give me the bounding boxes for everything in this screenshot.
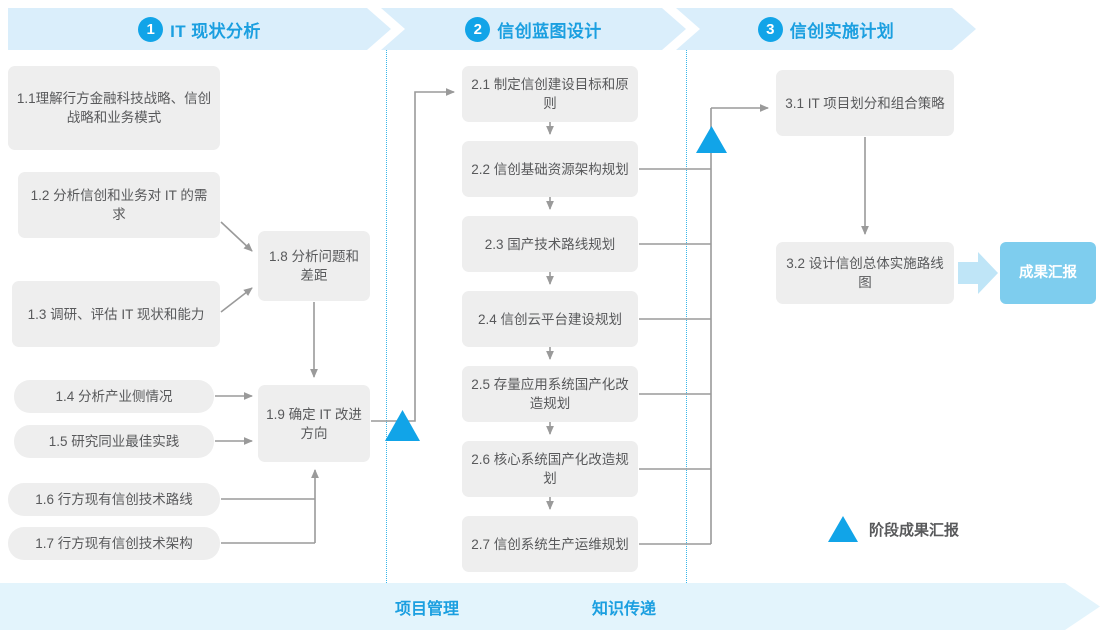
legend-milestone: 阶段成果汇报	[828, 516, 959, 542]
node-label: 1.7 行方现有信创技术架构	[35, 536, 193, 551]
node-label: 1.6 行方现有信创技术路线	[35, 492, 193, 507]
node-1-6[interactable]: 1.6 行方现有信创技术路线	[8, 483, 220, 516]
bottom-label-knowledge-transfer: 知识传递	[592, 601, 657, 618]
result-arrow	[958, 252, 998, 294]
phase-header-2[interactable]: 2 信创蓝图设计	[381, 8, 686, 50]
node-label: 2.7 信创系统生产运维规划	[471, 536, 629, 552]
phase-label-2: 信创蓝图设计	[497, 21, 602, 41]
phase-number-2: 2	[465, 17, 490, 42]
node-1-1[interactable]: 1.1理解行方金融科技战略、信创战略和业务模式	[8, 66, 220, 150]
node-2-4[interactable]: 2.4 信创云平台建设规划	[462, 291, 638, 347]
node-label: 2.2 信创基础资源架构规划	[471, 161, 629, 177]
node-label: 2.1 制定信创建设目标和原则	[471, 77, 629, 111]
phase-label-1: IT 现状分析	[170, 21, 261, 41]
phase-header-3[interactable]: 3 信创实施计划	[676, 8, 976, 50]
node-2-7[interactable]: 2.7 信创系统生产运维规划	[462, 516, 638, 572]
node-label: 1.3 调研、评估 IT 现状和能力	[27, 306, 205, 322]
node-label: 2.4 信创云平台建设规划	[477, 311, 623, 327]
node-1-9[interactable]: 1.9 确定 IT 改进方向	[258, 385, 370, 462]
milestone-triangle-phase1	[385, 410, 420, 441]
legend-label: 阶段成果汇报	[869, 521, 960, 539]
node-3-2[interactable]: 3.2 设计信创总体实施路线图	[776, 242, 954, 304]
node-1-8[interactable]: 1.8 分析问题和差距	[258, 231, 370, 301]
triangle-icon	[828, 516, 858, 542]
node-label: 2.5 存量应用系统国产化改造规划	[471, 377, 629, 411]
node-label: 1.1理解行方金融科技战略、信创战略和业务模式	[16, 91, 212, 125]
node-label: 1.2 分析信创和业务对 IT 的需求	[30, 188, 208, 222]
phase-number-1: 1	[138, 17, 163, 42]
phase-header-1[interactable]: 1 IT 现状分析	[8, 8, 391, 50]
node-label: 1.9 确定 IT 改进方向	[266, 406, 362, 441]
node-2-1[interactable]: 2.1 制定信创建设目标和原则	[462, 66, 638, 122]
bottom-label-project-management: 项目管理	[395, 601, 460, 618]
node-2-3[interactable]: 2.3 国产技术路线规划	[462, 216, 638, 272]
node-label: 2.6 核心系统国产化改造规划	[471, 452, 629, 486]
node-1-2[interactable]: 1.2 分析信创和业务对 IT 的需求	[18, 172, 220, 238]
node-label: 1.4 分析产业侧情况	[55, 389, 173, 404]
node-label: 1.8 分析问题和差距	[268, 249, 360, 283]
result-chip[interactable]: 成果汇报	[1000, 242, 1096, 304]
node-1-4[interactable]: 1.4 分析产业侧情况	[14, 380, 214, 413]
phase-separator-2	[686, 50, 687, 583]
node-1-5[interactable]: 1.5 研究同业最佳实践	[14, 425, 214, 458]
node-2-6[interactable]: 2.6 核心系统国产化改造规划	[462, 441, 638, 497]
phase-separator-1	[386, 50, 387, 583]
milestone-triangle-phase2	[696, 126, 727, 153]
bottom-swimlane: 项目管理 知识传递	[0, 583, 1115, 630]
node-1-3[interactable]: 1.3 调研、评估 IT 现状和能力	[12, 281, 220, 347]
node-2-5[interactable]: 2.5 存量应用系统国产化改造规划	[462, 366, 638, 422]
phase-label-3: 信创实施计划	[789, 21, 895, 41]
node-label: 2.3 国产技术路线规划	[484, 236, 616, 252]
node-1-7[interactable]: 1.7 行方现有信创技术架构	[8, 527, 220, 560]
node-label: 3.2 设计信创总体实施路线图	[786, 256, 944, 290]
node-label: 1.5 研究同业最佳实践	[48, 434, 180, 449]
node-3-1[interactable]: 3.1 IT 项目划分和组合策略	[776, 70, 954, 136]
node-label: 3.1 IT 项目划分和组合策略	[785, 95, 945, 111]
node-2-2[interactable]: 2.2 信创基础资源架构规划	[462, 141, 638, 197]
phase-number-3: 3	[758, 17, 783, 42]
